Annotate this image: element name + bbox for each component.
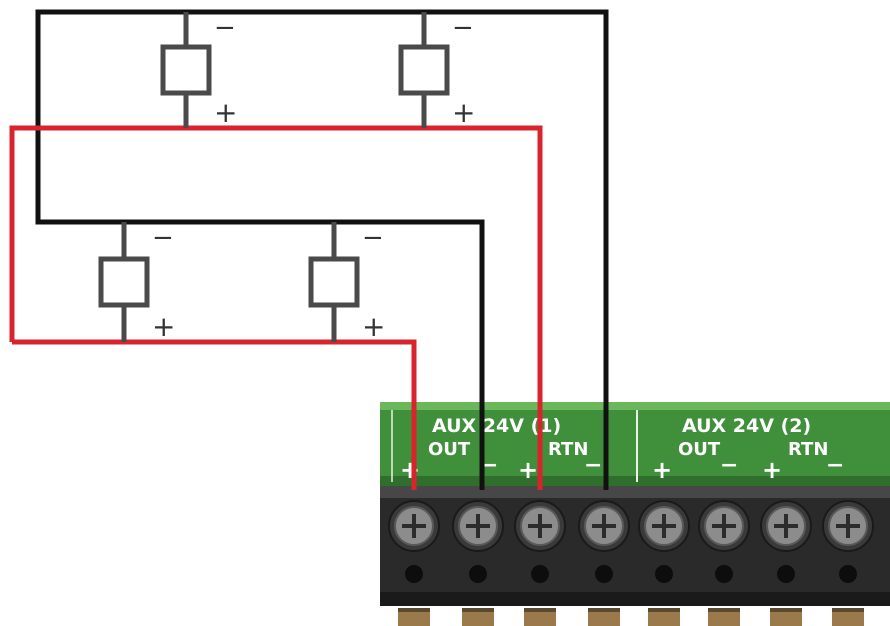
- device-minus-label: −: [152, 223, 174, 253]
- terminal-screw[interactable]: [578, 500, 630, 552]
- wire-hole: [777, 565, 795, 583]
- wires: [9, 9, 609, 490]
- aux1-out-label: OUT: [428, 439, 471, 460]
- terminal-pin: [832, 608, 864, 626]
- device-top-right: −+: [398, 12, 475, 129]
- wire-hole: [839, 565, 857, 583]
- terminal-screw[interactable]: [514, 500, 566, 552]
- device-minus-label: −: [452, 13, 474, 43]
- terminal-screw[interactable]: [452, 500, 504, 552]
- aux1-out-minus: −: [480, 453, 498, 478]
- aux1-rtn-label: RTN: [548, 439, 588, 460]
- terminal-screw[interactable]: [822, 500, 874, 552]
- aux1-rtn-plus: +: [518, 456, 538, 484]
- device-top-left: −+: [160, 12, 237, 129]
- terminal-pin: [648, 608, 680, 626]
- wire-hole: [531, 565, 549, 583]
- aux1-title: AUX 24V (1): [432, 415, 561, 437]
- device-minus-label: −: [214, 13, 236, 43]
- device-bottom-right: −+: [308, 222, 385, 343]
- device-body: [160, 44, 212, 96]
- device-minus-label: −: [362, 223, 384, 253]
- negative-wire-bottom: [35, 218, 485, 490]
- aux2-out-minus: −: [720, 453, 738, 478]
- terminal-pin: [524, 608, 556, 626]
- terminal-pin: [708, 608, 740, 626]
- wire-hole: [715, 565, 733, 583]
- aux2-rtn-plus: +: [762, 456, 782, 484]
- terminal-screw[interactable]: [638, 500, 690, 552]
- pcb-board: [380, 402, 890, 488]
- terminal-screw[interactable]: [388, 500, 440, 552]
- terminal-housing: [380, 486, 890, 606]
- device-bottom-left: −+: [98, 222, 175, 343]
- terminal-screw[interactable]: [760, 500, 812, 552]
- terminal-pin: [462, 608, 494, 626]
- terminal-block: AUX 24V (1) OUT RTN + − + − AUX 24V (2) …: [380, 402, 890, 626]
- terminal-pin: [588, 608, 620, 626]
- wire-hole: [405, 565, 423, 583]
- wire-hole: [595, 565, 613, 583]
- aux2-out-plus: +: [652, 456, 672, 484]
- aux1-rtn-minus: −: [584, 453, 602, 478]
- negative-wire-top: [35, 9, 609, 490]
- device-plus-label: +: [452, 96, 475, 129]
- aux2-title: AUX 24V (2): [682, 415, 811, 437]
- terminal-pin: [770, 608, 802, 626]
- terminal-screw[interactable]: [698, 500, 750, 552]
- device-body: [398, 44, 450, 96]
- aux1-out-plus: +: [400, 456, 420, 484]
- devices: −+−+−+−+: [98, 12, 475, 343]
- terminal-pin: [398, 608, 430, 626]
- wire-hole: [655, 565, 673, 583]
- wire-hole: [469, 565, 487, 583]
- aux2-rtn-label: RTN: [788, 439, 828, 460]
- aux2-rtn-minus: −: [826, 453, 844, 478]
- device-body: [98, 256, 150, 308]
- terminal-screws: [388, 500, 874, 583]
- positive-wire-top: [9, 125, 543, 490]
- device-plus-label: +: [214, 96, 237, 129]
- aux2-out-label: OUT: [678, 439, 721, 460]
- device-body: [308, 256, 360, 308]
- terminal-pins: [398, 608, 864, 626]
- device-plus-label: +: [152, 310, 175, 343]
- positive-wire-bottom: [12, 339, 417, 490]
- device-plus-label: +: [362, 310, 385, 343]
